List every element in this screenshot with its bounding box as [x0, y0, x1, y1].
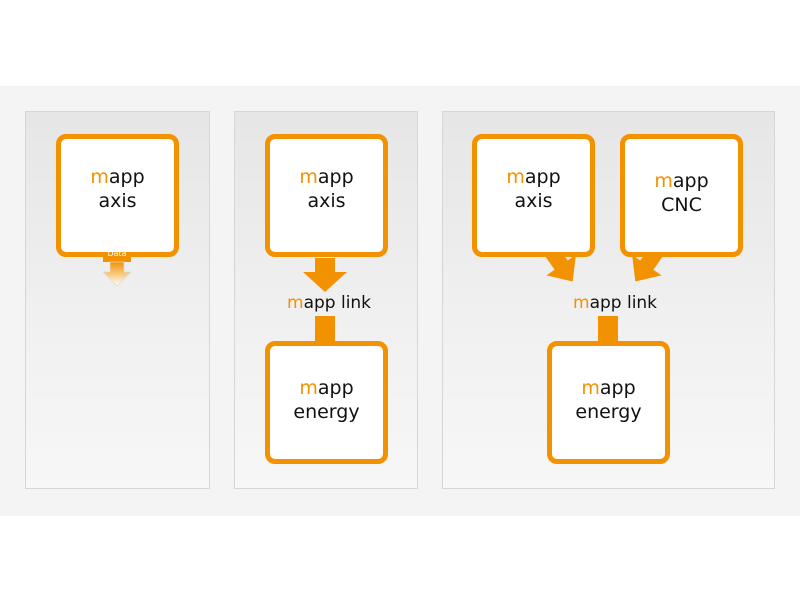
- mapp-link-label: mapp link: [287, 293, 372, 313]
- mapp-axis-block: mapp axis: [56, 134, 179, 257]
- mapp-energy-block: mapp energy: [547, 341, 670, 464]
- mapp-cnc-block: mapp CNC: [620, 134, 743, 257]
- block-title: mapp: [506, 166, 561, 188]
- block-name: axis: [514, 190, 553, 212]
- mapp-axis-block: mapp axis: [472, 134, 595, 257]
- block-name: energy: [293, 401, 360, 423]
- block-title: mapp: [299, 166, 354, 188]
- block-title: mapp: [90, 166, 145, 188]
- mapp-energy-block: mapp energy: [265, 341, 388, 464]
- block-name: axis: [98, 190, 137, 212]
- block-title: mapp: [654, 170, 709, 192]
- block-name: energy: [575, 401, 642, 423]
- block-name: axis: [307, 190, 346, 212]
- block-title: mapp: [299, 377, 354, 399]
- data-label: Data: [107, 249, 127, 258]
- mapp-link-label: mapp link: [573, 293, 658, 313]
- block-name: CNC: [661, 194, 702, 216]
- mapp-axis-block: mapp axis: [265, 134, 388, 257]
- block-title: mapp: [581, 377, 636, 399]
